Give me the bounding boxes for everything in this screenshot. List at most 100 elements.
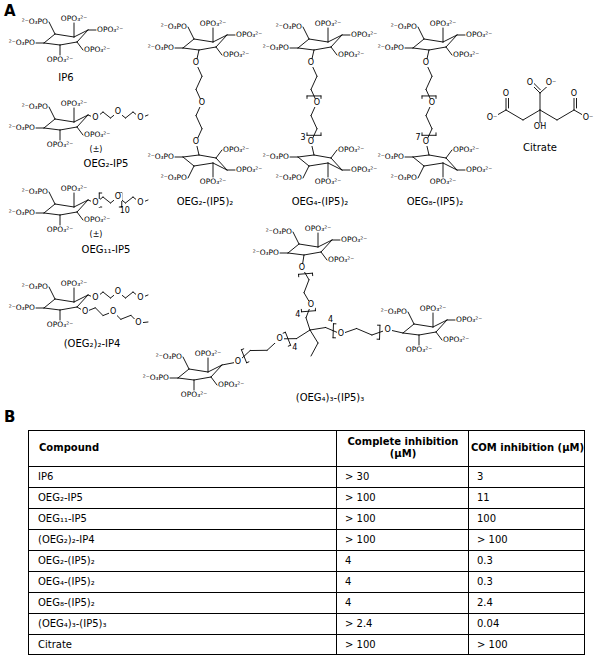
table-cell: (OEG₂)₂-IP4 [38, 535, 95, 545]
table-cell: 100 [477, 514, 496, 524]
phosphate-label: OPO₃²⁻ [466, 166, 492, 174]
table-cell: 2.4 [477, 598, 493, 608]
phosphate-label: ²⁻O₃PO [9, 209, 35, 217]
phosphate-label: OPO₃²⁻ [338, 146, 364, 154]
table-rule [29, 466, 585, 467]
table-header: COM inhibition (µM) [470, 442, 585, 454]
phosphate-label: OPO₃²⁻ [223, 51, 249, 59]
phosphate-label: OPO₃²⁻ [97, 26, 123, 34]
phosphate-label: ²⁻O₃PO [378, 44, 404, 52]
compound-name: Citrate [523, 143, 557, 153]
table-cell: > 100 [345, 493, 376, 503]
atom-label: O [307, 301, 315, 309]
phosphate-label: OPO₃²⁻ [236, 166, 262, 174]
table-rule [29, 613, 585, 614]
phosphate-label: ²⁻O₃PO [148, 44, 174, 52]
table-cell: > 100 [345, 535, 376, 545]
table-cell: > 100 [345, 640, 376, 650]
table-cell: 0.3 [477, 556, 493, 566]
atom-label: O [313, 99, 321, 107]
molecule-bonds [36, 22, 588, 390]
compound-name: OEG₄-(IP5)₂ [292, 197, 349, 207]
phosphate-label: ²⁻O₃PO [391, 23, 417, 31]
phosphate-label: ²⁻O₃PO [22, 188, 48, 196]
phosphate-label: ²⁻O₃PO [148, 153, 174, 161]
table-rule [29, 487, 585, 488]
phosphate-label: OPO₃²⁻ [61, 185, 87, 193]
compound-name: (OEG₂)₂-IP4 [64, 339, 121, 349]
phosphate-label: OPO₃²⁻ [315, 178, 341, 186]
atom-label: O [134, 319, 142, 327]
phosphate-label: OPO₃²⁻ [351, 166, 377, 174]
atom-label: O [502, 90, 510, 98]
atom-label: O [422, 138, 430, 146]
phosphate-label: OPO₃²⁻ [453, 146, 479, 154]
atom-label: O [383, 326, 391, 334]
table-cell: 0.04 [477, 619, 499, 629]
table-cell: OEG₂-IP5 [38, 493, 83, 503]
racemic-mark: (±) [90, 231, 103, 239]
table-cell: 3 [477, 472, 483, 482]
atom-label: O [198, 99, 206, 107]
phosphate-label: ²⁻O₃PO [143, 374, 169, 382]
phosphate-label: OPO₃²⁻ [84, 46, 110, 54]
panel-letter: B [4, 410, 15, 425]
phosphate-label: OPO₃²⁻ [328, 256, 354, 264]
phosphate-label: OPO₃²⁻ [351, 31, 377, 39]
table-cell: OEG₄-(IP5)₂ [38, 577, 95, 587]
phosphate-label: OPO₃²⁻ [305, 225, 331, 233]
table-cell: IP6 [38, 472, 53, 482]
phosphate-label: OPO₃²⁻ [84, 216, 110, 224]
phosphate-label: ²⁻O₃PO [263, 153, 289, 161]
phosphate-label: ²⁻O₃PO [253, 249, 279, 257]
atom-label: O [307, 59, 315, 67]
phosphate-label: OPO₃²⁻ [430, 178, 456, 186]
compound-name: (OEG₄)₃-(IP5)₃ [296, 393, 365, 403]
atom-label: O [422, 59, 430, 67]
phosphate-label: OPO₃²⁻ [218, 381, 244, 389]
phosphate-label: OPO₃²⁻ [315, 20, 341, 28]
table-cell: > 100 [477, 535, 508, 545]
table-header: Complete inhibition (µM) [338, 436, 468, 460]
atom-label: O [192, 59, 200, 67]
compound-name: IP6 [58, 73, 73, 83]
atom-label: O [570, 90, 578, 98]
atom-label: O [81, 308, 89, 316]
table-cell: 0.3 [477, 577, 493, 587]
atom-label: O [337, 330, 345, 338]
phosphate-label: OPO₃²⁻ [200, 178, 226, 186]
atom-label: O [307, 138, 315, 146]
phosphate-label: OPO₃²⁻ [61, 280, 87, 288]
compound-name: OEG₂-(IP5)₂ [177, 197, 234, 207]
phosphate-label: ²⁻O₃PO [381, 308, 407, 316]
phosphate-label: ²⁻O₃PO [391, 174, 417, 182]
phosphate-label: ²⁻O₃PO [9, 39, 35, 47]
atom-label: O [136, 199, 144, 207]
racemic-mark: (±) [90, 146, 103, 154]
repeat-subscript: 7 [415, 134, 420, 142]
table-rule [29, 550, 585, 551]
atom-label: O [91, 294, 99, 302]
phosphate-label: OPO₃²⁻ [47, 141, 73, 149]
phosphate-label: OPO₃²⁻ [236, 31, 262, 39]
phosphate-label: OPO₃²⁻ [453, 51, 479, 59]
phosphate-label: ²⁻O₃PO [9, 124, 35, 132]
phosphate-label: ²⁻O₃PO [22, 103, 48, 111]
atom-label: O [114, 193, 122, 201]
table-cell: > 100 [345, 514, 376, 524]
atom-label: OH [533, 123, 547, 131]
table-cell: 4 [345, 598, 351, 608]
atom-label: O [91, 114, 99, 122]
table-rule [468, 431, 469, 655]
atom-label: O [114, 288, 122, 296]
phosphate-label: OPO₃²⁻ [443, 336, 469, 344]
atom-label: O [526, 79, 534, 87]
phosphate-label: OPO₃²⁻ [47, 226, 73, 234]
table-cell: 4 [345, 577, 351, 587]
table-cell: OEG₁₁-IP5 [38, 514, 87, 524]
table-cell: 11 [477, 493, 490, 503]
atom-label: O [136, 114, 144, 122]
table-cell: (OEG₄)₃-(IP5)₃ [38, 619, 107, 629]
repeat-subscript: 4 [292, 344, 297, 352]
